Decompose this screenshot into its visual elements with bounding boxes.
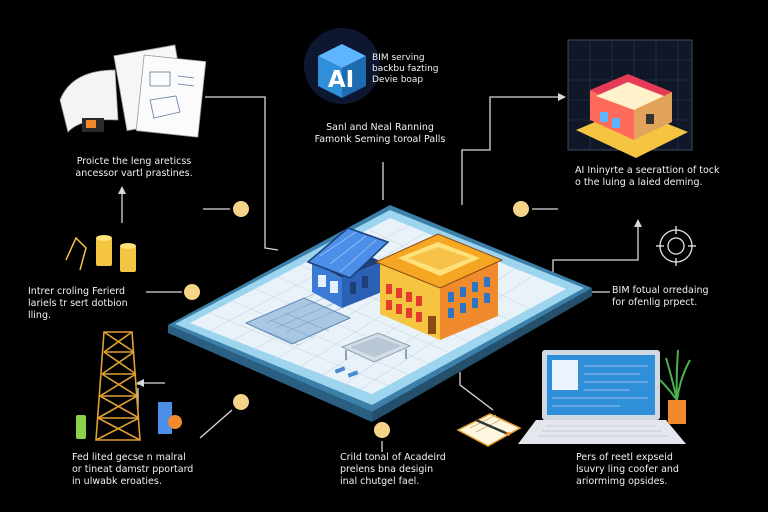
- materials-label: Intrer croling Ferierd lariels tr sert d…: [28, 286, 128, 321]
- laptop-label: Pers of reetl expseid lsuvry ling coofer…: [576, 452, 679, 487]
- ai-logo-text: AI: [328, 67, 354, 93]
- tower-label: Fed lited gecse n malral or tineat damst…: [72, 452, 194, 487]
- plant-icon: [659, 349, 691, 424]
- laptop-icon: [518, 350, 686, 444]
- connector-arrowheads: [118, 93, 642, 387]
- connector-dot: [513, 201, 529, 217]
- orange-building-icon: [374, 233, 504, 340]
- notes-label: Crild tonal of Acadeird prelens bna desi…: [340, 452, 446, 487]
- connector-dot: [233, 201, 249, 217]
- connector-dot: [233, 394, 249, 410]
- ai-cube-icon: AI: [304, 28, 380, 104]
- center-caption: Sanl and Neal Ranning Famonk Seming toro…: [314, 122, 446, 145]
- notepad-icon: [456, 413, 522, 447]
- model-3d-label: AI Ininyrte a seerattion of tock o the l…: [575, 165, 720, 188]
- cylinders-icon: [65, 235, 136, 272]
- design-docs-label: Proicte the leng areticss ancessor vartl…: [75, 156, 193, 179]
- blue-house-icon: [306, 227, 390, 308]
- ai-logo-label: BIM serving backbu fazting Devie boap: [372, 53, 439, 85]
- 3d-house-model-icon: [567, 39, 693, 158]
- floor-plan-icon: [244, 293, 352, 346]
- blueprint-icon: [59, 44, 207, 138]
- target-label: BIM fotual orredaing for ofenlig prpect.: [612, 285, 709, 308]
- connector-dot: [184, 284, 200, 300]
- tower-crane-icon: [95, 331, 141, 441]
- small-objects-icon: [76, 402, 182, 439]
- connector-dot: [374, 422, 390, 438]
- target-icon: [656, 226, 696, 266]
- pool-structure-icon: [334, 332, 412, 378]
